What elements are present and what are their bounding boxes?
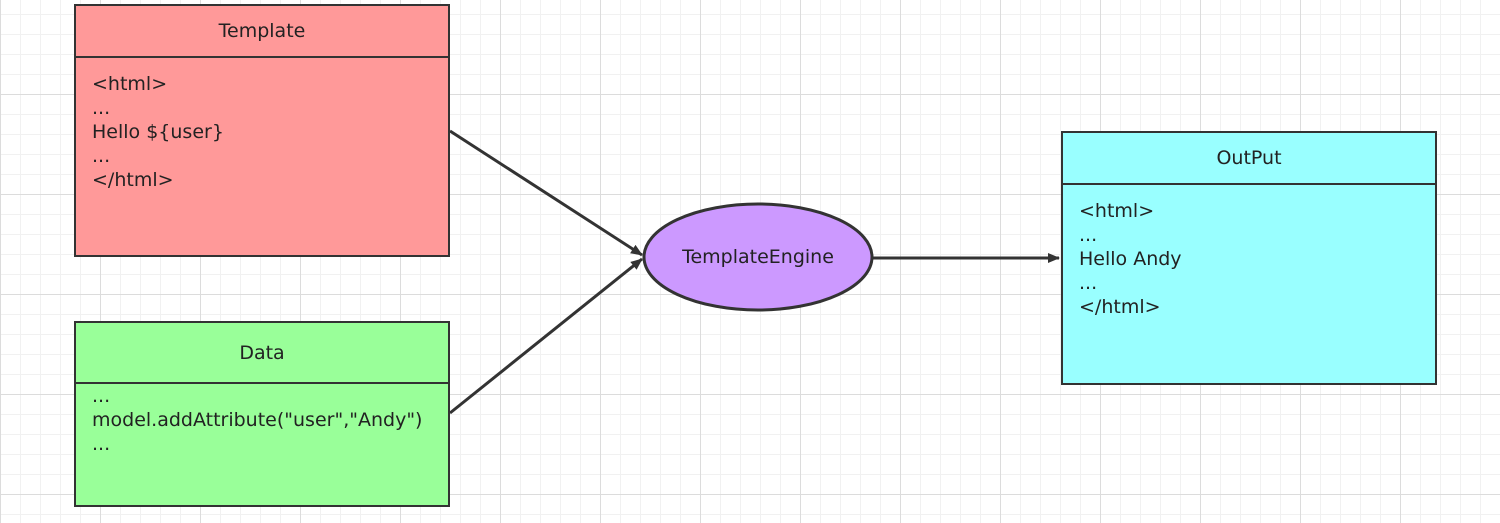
data-line: ...: [92, 385, 111, 407]
template-line: <html>: [92, 73, 168, 95]
data-line: model.addAttribute("user","Andy"): [92, 409, 423, 431]
output-line: </html>: [1079, 296, 1161, 318]
output-line: <html>: [1079, 200, 1155, 222]
data-line: ...: [92, 433, 111, 455]
template-line: ...: [92, 145, 111, 167]
arrow-template-to-engine: [449, 129, 643, 257]
output-line: Hello Andy: [1079, 248, 1182, 270]
template-line: </html>: [92, 169, 174, 191]
template-content: <html> ... Hello ${user} ... </html>: [76, 58, 448, 192]
output-content: <html> ... Hello Andy ... </html>: [1063, 185, 1435, 319]
output-line: ...: [1079, 272, 1098, 294]
output-line: ...: [1079, 224, 1098, 246]
template-line: Hello ${user}: [92, 121, 224, 143]
template-line: ...: [92, 97, 111, 119]
template-title: Template: [76, 6, 448, 58]
data-title: Data: [76, 323, 448, 384]
template-engine-node[interactable]: [642, 202, 874, 312]
data-content: ... model.addAttribute("user","Andy") ..…: [76, 384, 448, 456]
data-box[interactable]: Data ... model.addAttribute("user","Andy…: [74, 321, 450, 507]
arrow-data-to-engine: [449, 257, 643, 415]
template-engine-label: TemplateEngine: [682, 246, 834, 268]
output-title: OutPut: [1063, 133, 1435, 185]
template-box[interactable]: Template <html> ... Hello ${user} ... </…: [74, 4, 450, 257]
output-box[interactable]: OutPut <html> ... Hello Andy ... </html>: [1061, 131, 1437, 385]
